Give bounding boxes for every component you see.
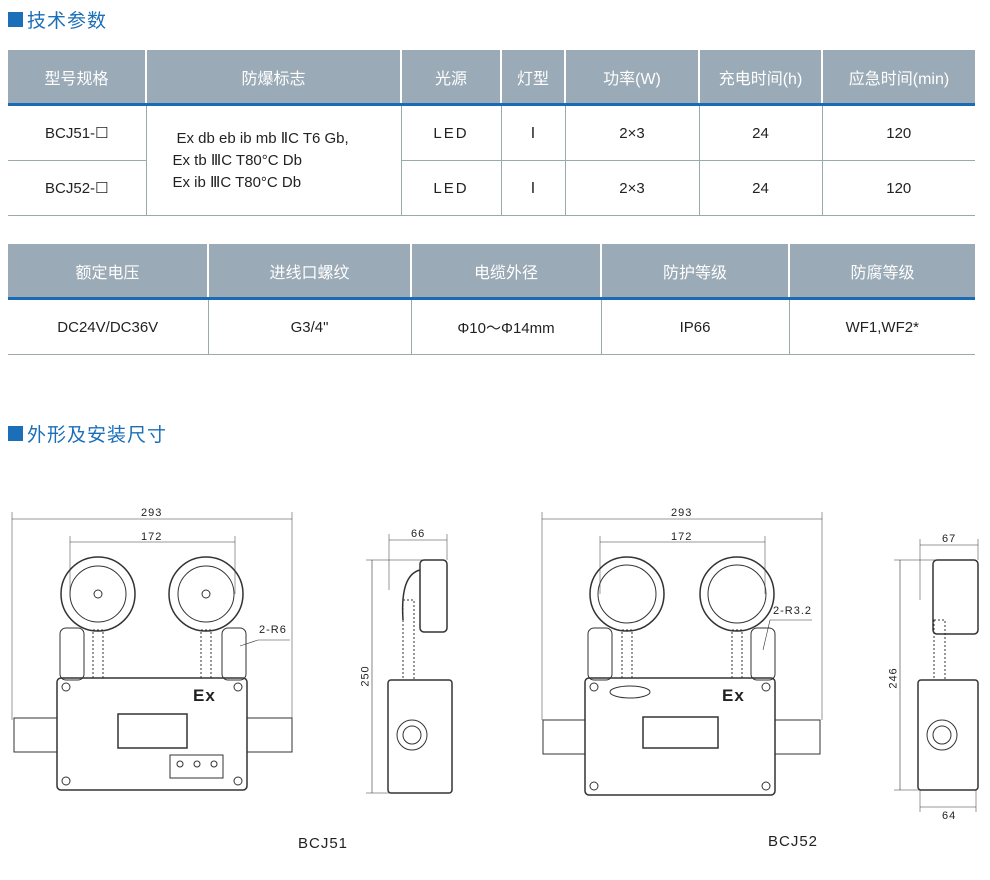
cell-type: Ⅰ (500, 160, 565, 216)
cell-cable-diameter: Φ10～Φ14mm (410, 298, 601, 355)
table-row: BCJ52-☐ LED Ⅰ 2×3 24 120 (8, 160, 975, 216)
cell-power: 2×3 (564, 104, 699, 161)
dim-hole: 2-R6 (259, 624, 287, 636)
cell-type: Ⅰ (500, 104, 565, 161)
cell-voltage: DC24V/DC36V (8, 298, 208, 355)
col-header: 防爆标志 (145, 50, 401, 106)
dim-height: 250 (359, 665, 372, 687)
dim-depth: 67 (942, 533, 957, 545)
col-header: 光源 (400, 50, 501, 106)
col-header: 进线口螺纹 (207, 244, 411, 300)
brand-logo (609, 685, 651, 699)
cell-power: 2×3 (564, 160, 699, 216)
section-title-dimensions: 外形及安装尺寸 (8, 420, 167, 447)
bcj52-label: BCJ52 (768, 833, 819, 850)
ex-line: Ex db eb ib mb ⅡC T6 Gb, (176, 129, 349, 147)
table-header-row: 额定电压 进线口螺纹 电缆外径 防护等级 防腐等级 (8, 244, 975, 300)
bcj51-label: BCJ51 (298, 835, 349, 852)
cell-model: BCJ52-☐ (8, 160, 146, 216)
col-header: 充电时间(h) (698, 50, 822, 106)
bcj51-front-view (11, 512, 293, 791)
table-row: BCJ51-☐ Ex db eb ib mb ⅡC T6 Gb, Ex tb ⅢC… (8, 104, 975, 216)
cell-thread: G3/4" (207, 298, 411, 355)
ex-mark: Ex (722, 686, 745, 705)
dim-width: 293 (141, 507, 163, 519)
dim-lamp-spacing: 172 (141, 531, 163, 543)
spec-table-2: 额定电压 进线口螺纹 电缆外径 防护等级 防腐等级 DC24V/DC36V G3… (8, 244, 975, 355)
section-title-specs: 技术参数 (8, 6, 107, 33)
dim-width: 293 (671, 507, 693, 519)
section-marker-icon (8, 12, 23, 27)
cell-ex-marking: Ex db eb ib mb ⅡC T6 Gb, Ex tb ⅢC T80°C D… (145, 104, 401, 216)
table-header-row: 型号规格 防爆标志 光源 灯型 功率(W) 充电时间(h) 应急时间(min) (8, 50, 975, 106)
dim-height: 246 (887, 667, 900, 689)
section-marker-icon (8, 426, 23, 441)
cell-emergency: 120 (821, 104, 975, 161)
bcj52-front-view (541, 512, 823, 796)
col-header: 功率(W) (564, 50, 699, 106)
col-header: 型号规格 (8, 50, 146, 106)
cell-model: BCJ51-☐ (8, 104, 146, 161)
cell-anticorrosion: WF1,WF2* (788, 298, 975, 355)
cell-charge: 24 (698, 160, 822, 216)
cell-light: LED (400, 104, 501, 161)
dim-hole: 2-R3.2 (773, 605, 813, 617)
col-header: 防护等级 (600, 244, 789, 300)
col-header: 应急时间(min) (821, 50, 975, 106)
bcj51-side-view (366, 534, 453, 794)
table-row: DC24V/DC36V G3/4" Φ10～Φ14mm IP66 WF1,WF2… (8, 298, 975, 355)
col-header: 额定电压 (8, 244, 208, 300)
dim-base-depth: 64 (942, 810, 957, 822)
dim-lamp-spacing: 172 (671, 531, 693, 543)
cell-ip-rating: IP66 (600, 298, 789, 355)
ex-mark: Ex (193, 686, 216, 705)
ex-line: Ex ib ⅢC T80°C Db (172, 173, 302, 191)
col-header: 电缆外径 (410, 244, 601, 300)
ex-line: Ex tb ⅢC T80°C Db (172, 151, 302, 169)
bcj52-side-view (894, 539, 979, 812)
cell-light: LED (400, 160, 501, 216)
cell-emergency: 120 (821, 160, 975, 216)
dim-depth: 66 (411, 528, 426, 540)
spec-table: 型号规格 防爆标志 光源 灯型 功率(W) 充电时间(h) 应急时间(min) … (8, 50, 975, 216)
col-header: 灯型 (500, 50, 565, 106)
col-header: 防腐等级 (788, 244, 975, 300)
cell-charge: 24 (698, 104, 822, 161)
